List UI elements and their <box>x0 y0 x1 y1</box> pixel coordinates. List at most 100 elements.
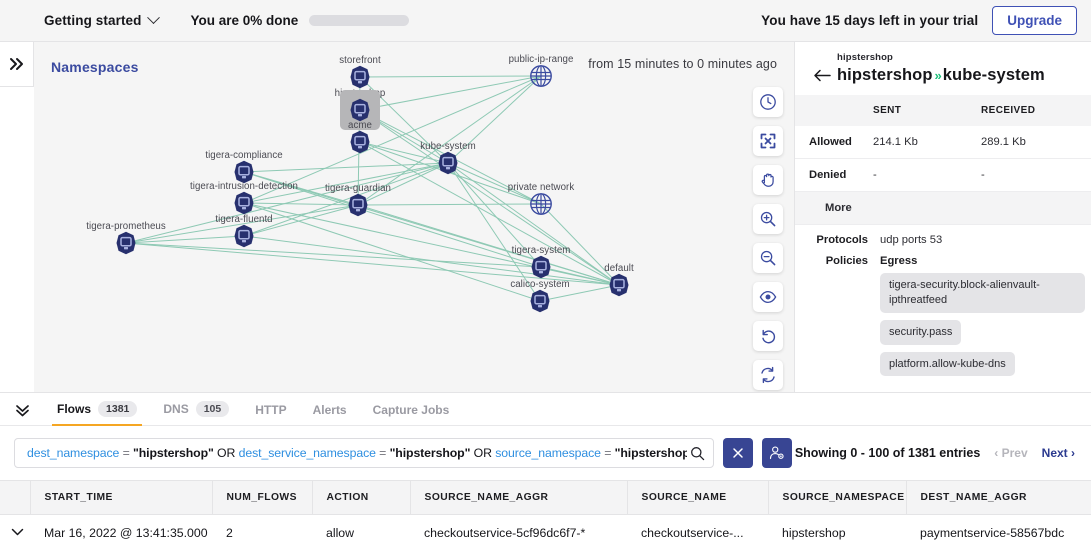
pagination-area: Showing 0 - 100 of 1381 entries ‹ Prev N… <box>795 446 1077 460</box>
graph-node-tigera-prometheus[interactable] <box>114 231 138 255</box>
clock-button[interactable] <box>753 87 783 117</box>
table-row[interactable]: Mar 16, 2022 @ 13:41:35.000 2 allow chec… <box>0 514 1091 551</box>
zoom-in-icon <box>760 211 776 227</box>
upgrade-button[interactable]: Upgrade <box>992 6 1077 35</box>
graph-node-private-network[interactable] <box>529 192 553 216</box>
chevron-down-icon[interactable] <box>11 526 24 540</box>
graph-edges-layer <box>125 75 620 302</box>
service-graph-panel[interactable]: Namespaces from 15 minutes to 0 minutes … <box>34 42 795 392</box>
graph-node-public-ip-range[interactable] <box>529 64 553 88</box>
next-page-button[interactable]: Next › <box>1041 446 1075 460</box>
query-token-val: "hipstershop" <box>132 446 218 460</box>
column-header[interactable]: ACTION <box>312 480 411 515</box>
policy-pill[interactable]: security.pass <box>880 319 962 345</box>
hand-button[interactable] <box>753 165 783 195</box>
graph-node-hipstershop[interactable] <box>340 90 380 130</box>
column-header[interactable]: SOURCE_NAMESPACE <box>768 480 907 515</box>
graph-edge <box>359 141 449 164</box>
graph-node-storefront[interactable] <box>348 65 372 89</box>
policy-pill[interactable]: platform.allow-kube-dns <box>880 351 1015 377</box>
graph-toolbar <box>753 87 783 390</box>
graph-edge <box>243 204 359 237</box>
graph-edge <box>359 75 542 78</box>
eye-button[interactable] <box>753 282 783 312</box>
graph-edge <box>447 75 542 164</box>
graph-edge <box>357 75 542 206</box>
graph-edge <box>243 202 541 302</box>
sidebar-expand-button[interactable] <box>0 42 34 87</box>
zoom-in-button[interactable] <box>753 204 783 234</box>
tab-http[interactable]: HTTP <box>242 403 299 425</box>
row-expander[interactable] <box>0 514 30 551</box>
showing-entries-text: Showing 0 - 100 of 1381 entries <box>794 446 981 460</box>
query-text: dest_namespace = "hipstershop" OR dest_s… <box>27 446 687 460</box>
column-header[interactable]: DEST_NAME_AGGR <box>906 480 1091 515</box>
graph-edge <box>359 109 620 286</box>
search-icon[interactable] <box>690 446 705 461</box>
graph-node-kube-system[interactable] <box>436 151 460 175</box>
graph-edge <box>447 162 542 205</box>
graph-edge <box>243 162 449 204</box>
graph-node-tigera-compliance[interactable] <box>232 160 256 184</box>
column-header[interactable]: SOURCE_NAME_AGGR <box>410 480 628 515</box>
tab-alerts[interactable]: Alerts <box>300 403 360 425</box>
column-header[interactable]: SOURCE_NAME <box>627 480 769 515</box>
getting-started-dropdown[interactable]: Getting started <box>44 11 160 28</box>
graph-node-tigera-system[interactable] <box>529 255 553 279</box>
query-token-or: OR <box>473 446 496 460</box>
traffic-stats-table: SENT RECEIVED Allowed 214.1 Kb 289.1 Kb … <box>795 95 1091 225</box>
graph-edge <box>357 162 449 206</box>
getting-started-label: Getting started <box>44 13 142 28</box>
tab-capture-jobs[interactable]: Capture Jobs <box>360 403 463 425</box>
graph-edge <box>125 242 620 286</box>
detail-header: hipstershop hipstershop » kube-system <box>795 42 1091 95</box>
stats-received-value: - <box>981 169 985 181</box>
more-section-header[interactable]: More <box>795 191 1091 225</box>
progress-label: You are 0% done <box>190 13 299 28</box>
graph-edge <box>359 75 542 111</box>
clear-search-button[interactable] <box>723 438 753 468</box>
graph-node-tigera-fluentd[interactable] <box>232 224 256 248</box>
search-input[interactable]: dest_namespace = "hipstershop" OR dest_s… <box>14 438 714 468</box>
tab-label: DNS <box>163 402 189 416</box>
prev-page-button[interactable]: ‹ Prev <box>994 446 1028 460</box>
graph-edge <box>447 162 541 302</box>
policy-pill[interactable]: tigera-security.block-alienvault-ipthrea… <box>880 273 1085 313</box>
stats-row-allowed: Allowed 214.1 Kb 289.1 Kb <box>795 126 1091 159</box>
query-token-field: dest_service_namespace <box>238 446 380 460</box>
flows-body: Mar 16, 2022 @ 13:41:35.000 2 allow chec… <box>0 514 1091 551</box>
undo-button[interactable] <box>753 321 783 351</box>
cell-action: allow <box>312 514 410 551</box>
stats-received-value: 289.1 Kb <box>981 136 1026 148</box>
top-bar: Getting started You are 0% done You have… <box>0 0 1091 42</box>
graph-node-calico-system[interactable] <box>528 289 552 313</box>
graph-edge <box>243 202 620 286</box>
protocols-value: udp ports 53 <box>880 234 943 246</box>
graph-node-tigera-guardian[interactable] <box>346 193 370 217</box>
back-arrow-icon[interactable] <box>807 69 837 82</box>
graph-node-default[interactable] <box>607 273 631 297</box>
user-settings-button[interactable] <box>762 438 792 468</box>
refresh-button[interactable] <box>753 360 783 390</box>
more-label: More <box>825 202 852 214</box>
hand-icon <box>761 173 774 187</box>
tab-dns[interactable]: DNS 105 <box>150 401 242 425</box>
expand-button[interactable] <box>753 126 783 156</box>
double-chevron-right-icon <box>9 58 23 70</box>
flow-direction-icon: » <box>934 68 942 83</box>
tab-label: Alerts <box>312 403 347 417</box>
bottom-panel-collapse-button[interactable] <box>0 404 44 425</box>
graph-node-tigera-intrusion-detection[interactable] <box>232 191 256 215</box>
column-header[interactable]: NUM_FLOWS <box>212 480 313 515</box>
tab-badge: 105 <box>195 401 230 417</box>
graph-node-acme[interactable] <box>348 130 372 154</box>
cell-source-name: checkoutservice-... <box>627 514 768 551</box>
column-header[interactable]: START_TIME <box>30 480 213 515</box>
zoom-out-button[interactable] <box>753 243 783 273</box>
graph-edge <box>357 204 620 286</box>
